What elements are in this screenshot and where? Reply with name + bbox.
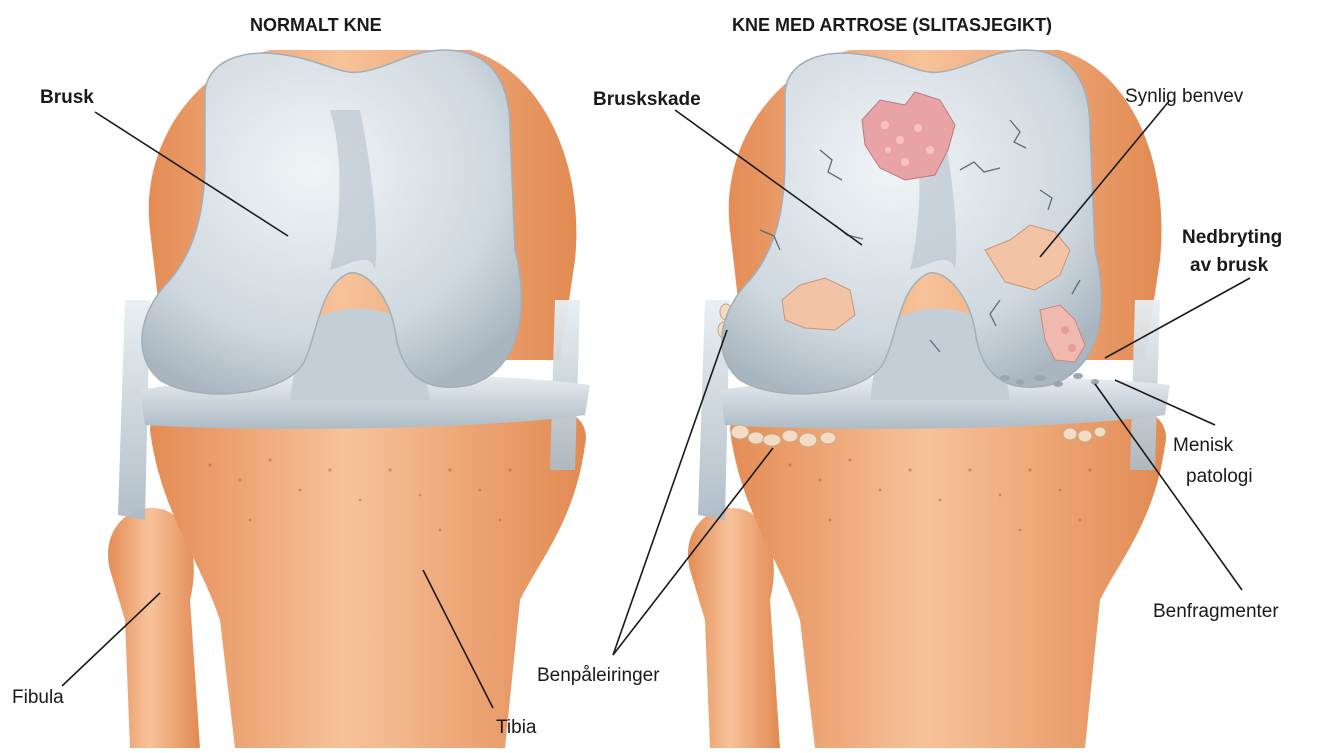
label-menisk-line2: patologi — [1186, 465, 1253, 489]
label-menisk-line1: Menisk — [1173, 434, 1233, 458]
label-bruskskade: Bruskskade — [593, 88, 701, 112]
label-brusk: Brusk — [40, 86, 94, 110]
title-normal-knee: NORMALT KNE — [250, 13, 382, 37]
label-benpaleiringer: Benpåleiringer — [537, 664, 660, 688]
label-synlig-benvev: Synlig benvev — [1125, 85, 1243, 109]
label-fibula: Fibula — [12, 686, 64, 710]
fibula-normal — [108, 508, 200, 748]
label-benfragmenter: Benfragmenter — [1153, 600, 1279, 624]
label-nedbryting-line2: av brusk — [1190, 254, 1268, 278]
normal-knee — [108, 50, 590, 748]
title-arthrosis-knee: KNE MED ARTROSE (SLITASJEGIKT) — [732, 13, 1052, 37]
tibia-arthrosis — [730, 410, 1166, 748]
fibula-arthrosis — [688, 508, 780, 748]
label-tibia: Tibia — [496, 716, 536, 740]
tibia-normal — [150, 410, 586, 748]
label-nedbryting-line1: Nedbryting — [1182, 226, 1282, 250]
arthrosis-knee — [688, 50, 1170, 748]
